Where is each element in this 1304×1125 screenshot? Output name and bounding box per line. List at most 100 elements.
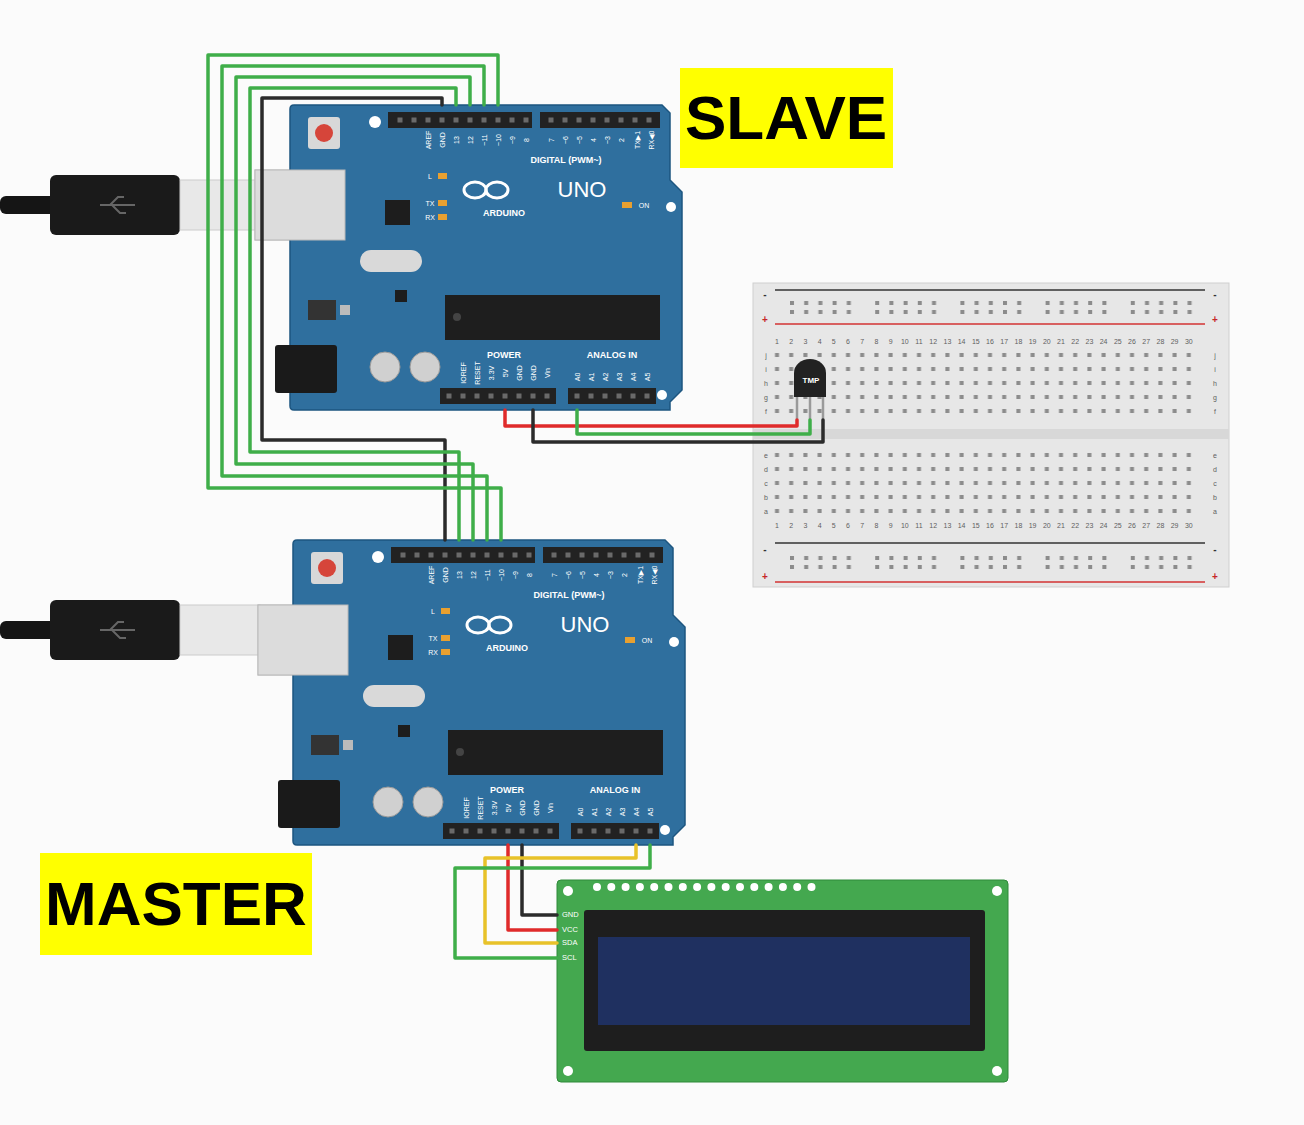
breadboard-index: 3 <box>803 338 807 345</box>
breadboard-index: f <box>1214 408 1216 415</box>
board-label: DIGITAL (PWM~) <box>534 591 605 600</box>
breadboard-index: b <box>764 494 768 501</box>
breadboard-index: 17 <box>1000 338 1008 345</box>
wire <box>577 410 810 434</box>
pin-label: GND <box>442 567 449 583</box>
pin-label: 4 <box>593 573 600 577</box>
rail-sign: - <box>763 545 766 555</box>
pin-label: 8 <box>523 138 530 142</box>
breadboard-index: e <box>764 452 768 459</box>
pin-label: ~10 <box>495 134 502 146</box>
breadboard-index: 2 <box>789 522 793 529</box>
board-label: L <box>428 173 432 180</box>
pin-label: 12 <box>467 136 474 144</box>
pin-label: 5V <box>502 369 509 378</box>
board-label: ANALOG IN <box>590 786 641 795</box>
breadboard-index: 22 <box>1071 338 1079 345</box>
breadboard-index: f <box>765 408 767 415</box>
pin-label: A4 <box>633 808 640 817</box>
breadboard-index: 30 <box>1185 338 1193 345</box>
breadboard-index: 1 <box>775 338 779 345</box>
breadboard-index: b <box>1213 494 1217 501</box>
breadboard-index: g <box>764 394 768 401</box>
breadboard-index: d <box>764 466 768 473</box>
breadboard-index: 5 <box>832 338 836 345</box>
breadboard-index: 18 <box>1014 522 1022 529</box>
board-label: POWER <box>487 351 521 360</box>
breadboard-index: 19 <box>1029 522 1037 529</box>
breadboard-index: 25 <box>1114 338 1122 345</box>
rail-sign: + <box>762 315 768 325</box>
breadboard-index: 26 <box>1128 338 1136 345</box>
rail-sign: + <box>1212 315 1218 325</box>
breadboard-index: c <box>764 480 768 487</box>
mounting-hole <box>992 1066 1002 1076</box>
breadboard-index: 21 <box>1057 522 1065 529</box>
pin-label: A3 <box>616 373 623 382</box>
breadboard-index: c <box>1213 480 1217 487</box>
pin-label: ~6 <box>565 571 572 579</box>
breadboard-index: 24 <box>1100 522 1108 529</box>
breadboard-index: 30 <box>1185 522 1193 529</box>
pin-label: ~3 <box>604 136 611 144</box>
breadboard-index: 20 <box>1043 338 1051 345</box>
breadboard-index: 22 <box>1071 522 1079 529</box>
sensor-label: TMP <box>803 377 820 385</box>
pin-label: Vin <box>547 803 554 813</box>
pin-label: ~11 <box>481 134 488 145</box>
breadboard-index: h <box>764 380 768 387</box>
wire <box>455 845 650 958</box>
grid-holes <box>770 448 1196 518</box>
usb-plug <box>50 600 180 660</box>
pin-label: A4 <box>630 373 637 382</box>
mounting-hole <box>992 886 1002 896</box>
board-label: ARDUINO <box>486 644 528 653</box>
pin-label: TX▶1 <box>637 566 644 584</box>
breadboard-index: 11 <box>915 338 922 345</box>
wire <box>208 55 501 540</box>
breadboard-index: 6 <box>846 338 850 345</box>
pin-label: A3 <box>619 808 626 817</box>
rail-sign: - <box>1213 290 1216 300</box>
rail-sign: + <box>762 572 768 582</box>
wire <box>262 98 445 540</box>
breadboard-index: 23 <box>1085 338 1093 345</box>
board-label: RX <box>428 649 438 656</box>
pin-label: A2 <box>602 373 609 382</box>
wire <box>522 845 557 915</box>
breadboard-index: 13 <box>943 522 951 529</box>
breadboard-index: 13 <box>943 338 951 345</box>
pin-label: GND <box>533 800 540 816</box>
pin-label: VCC <box>562 926 578 934</box>
pin-label: RESET <box>474 361 481 384</box>
breadboard-index: 29 <box>1171 522 1179 529</box>
breadboard-index: 11 <box>915 522 922 529</box>
lcd-frame <box>584 910 985 1051</box>
rail-line <box>775 323 1205 325</box>
breadboard-index: d <box>1213 466 1217 473</box>
board-label: TX <box>429 635 438 642</box>
pin-label: ~9 <box>512 571 519 579</box>
breadboard-index: 9 <box>889 338 893 345</box>
board-label: POWER <box>490 786 524 795</box>
pin-label: ~5 <box>576 136 583 144</box>
breadboard-index: 15 <box>972 522 980 529</box>
pin-label: 5V <box>505 804 512 813</box>
breadboard-index: 8 <box>874 338 878 345</box>
board-label: RX <box>425 214 435 221</box>
lcd-screen <box>598 937 970 1025</box>
wire <box>222 66 487 540</box>
breadboard-index: a <box>1213 508 1217 515</box>
usb-plug-metal <box>180 180 260 230</box>
board-label: TX <box>426 200 435 207</box>
usb-plug <box>50 175 180 235</box>
breadboard-index: 2 <box>789 338 793 345</box>
pin-label: ~11 <box>484 569 491 580</box>
breadboard-index: 6 <box>846 522 850 529</box>
pin-label: ~5 <box>579 571 586 579</box>
rail-holes <box>790 301 1216 319</box>
pin-label: 8 <box>526 573 533 577</box>
pin-label: GND <box>516 365 523 381</box>
